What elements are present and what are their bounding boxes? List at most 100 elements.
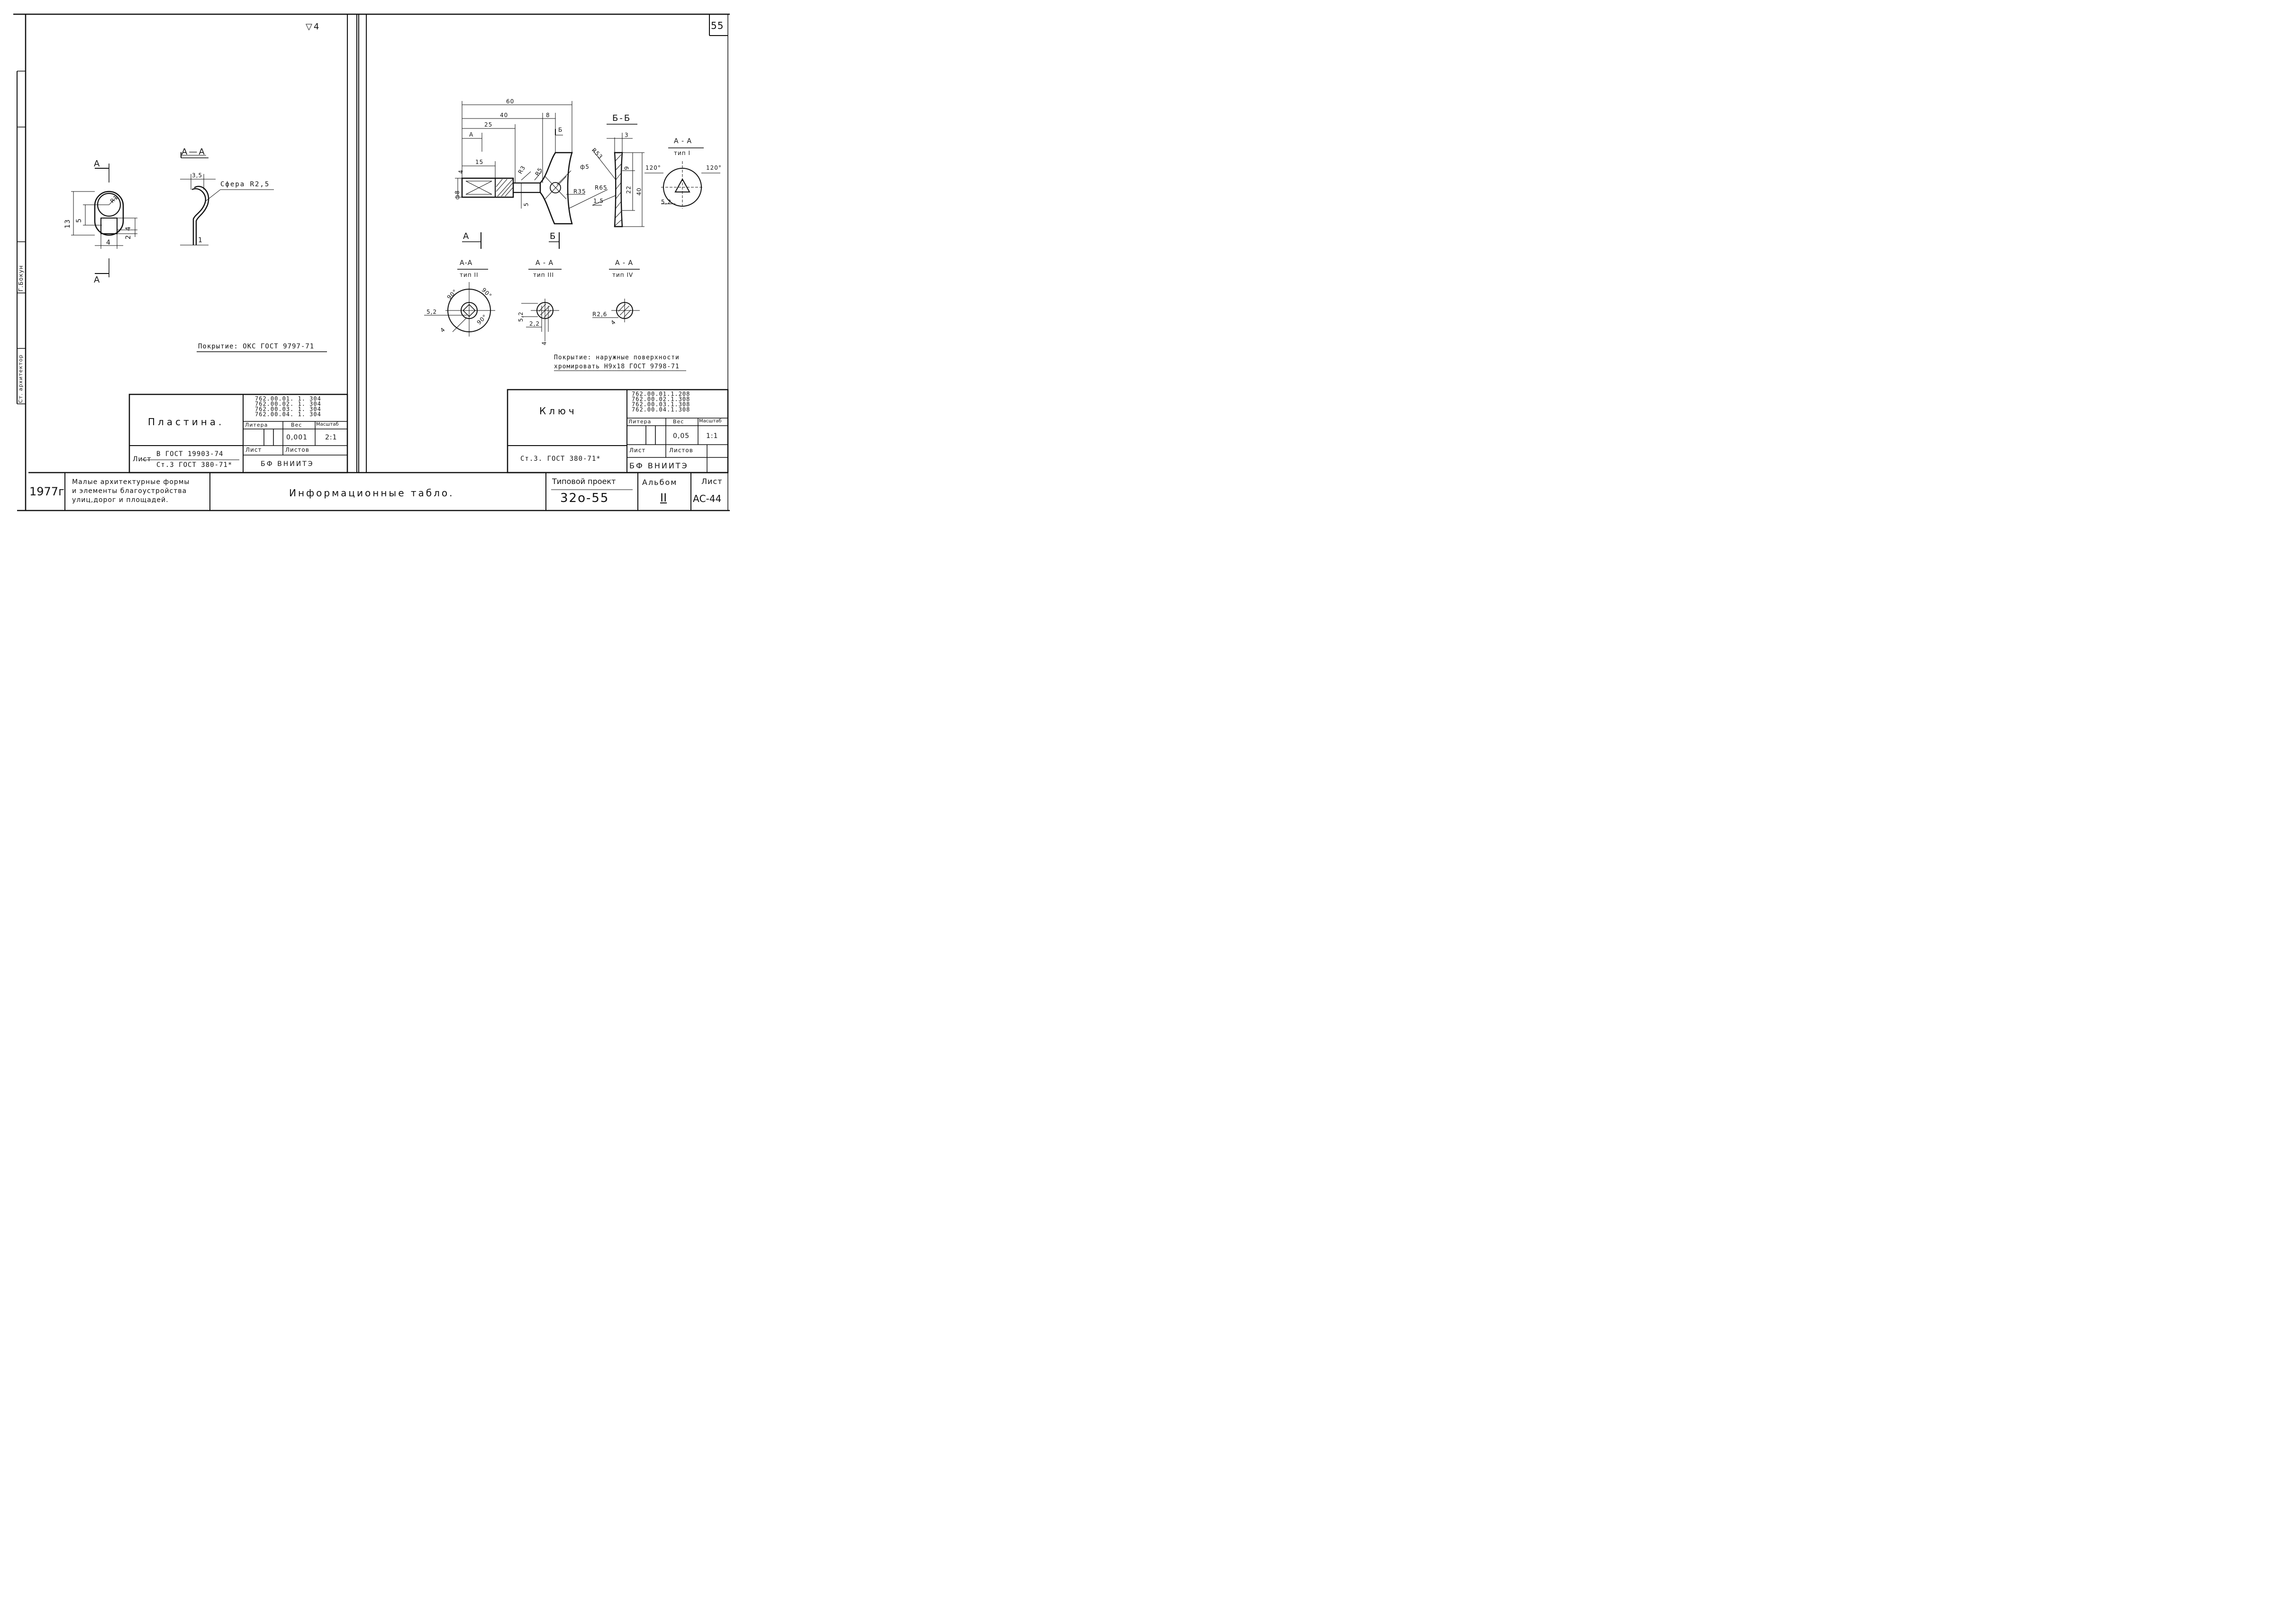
page-number: 55 [711,20,724,31]
key-main-view [455,101,608,249]
material-label-left: Лист [133,456,152,463]
type-2-label: тип II [460,272,479,278]
footer-project-desc: Малые архитектурные формы и элементы бла… [72,478,190,505]
part-name-plate: Пластина. [148,416,225,428]
dim-phi8: ф8 [454,190,461,200]
dim-15: 15 [475,159,484,165]
codes-left: 762.00.01. 1. 304 762.00.02. 1. 304 762.… [255,396,321,417]
dim-3: 3 [625,132,629,138]
dim-4-vertical: 4 [124,226,132,231]
dim-1-5: 1,5 [593,198,604,204]
dim-5-2-type1: 5,2 [661,199,672,205]
dim-5-2-type3: 5,2 [517,311,525,322]
code-line: 762.00.03.1.308 [632,401,690,408]
type-4-label: тип IV [612,272,634,278]
footer-year: 1977г [29,485,64,498]
dim-letter-a: А [469,131,474,138]
footer-tp-label: Типовой проект [552,477,616,486]
dim-4-horizontal: 4 [106,239,111,246]
dim-13: 13 [64,219,72,228]
listov-label-right: Листов [669,447,693,454]
project-desc-line: Малые архитектурные формы [72,478,190,486]
footer-sheet-label: Лист [701,477,723,486]
org-right: БФ ВНИИТЭ [629,461,689,470]
footer-album-value: II [660,491,667,504]
project-desc-line: и элементы благоустройства [72,487,187,495]
footer-sheet-value: АС-44 [693,493,722,504]
dim-r65: R65 [595,184,608,191]
left-coating-note: Покрытие: ОКС ГОСТ 9797-71 [198,343,315,350]
material-bottom-left: Ст.3 ГОСТ 380-71* [156,461,233,469]
dim-2-2-type3: 2,2 [529,320,540,327]
listov-label-left: Листов [285,447,309,453]
masshtab-label-left: Масштаб [316,422,339,427]
dim-4-type3: 4 [541,341,548,346]
dim-3-5: 3,5 [192,172,203,179]
footer-tp-value: 32о-55 [560,491,609,505]
dim-letter-b: Б [558,127,563,133]
part-name-key: Ключ [539,405,577,417]
section-type-3 [521,269,562,341]
dim-5-2-type2: 5,2 [427,309,437,315]
footer-title: Информационные табло. [289,487,454,499]
org-left: БФ ВНИИТЭ [261,460,314,468]
dim-5: 5 [75,218,83,223]
sidebar-role: Ст. архитектор [18,354,24,403]
sphere-note: Сфера R2,5 [220,181,270,188]
code-line: 762.00.02. 1. 304 [255,401,321,407]
right-coating-line-2: хромировать Н9х18 ГОСТ 9798-71 [554,363,680,370]
sidebar-name: Г.Бокун [18,265,24,292]
section-label-aa: А—А [182,147,206,157]
code-line: 762.00.03. 1. 304 [255,406,321,412]
cut-letter-b-right: Б [550,231,557,241]
cut-letter-top: А [94,159,101,169]
section-label-aa-type3: А - А [535,259,554,267]
type-1-label: тип I [674,150,690,156]
scale-value-left: 2:1 [325,434,337,441]
drawing-linework [13,13,730,511]
hatch-marks [496,154,631,318]
dim-r2-6: R2,6 [592,311,608,318]
dim-22: 22 [625,185,632,194]
litera-label-right: Литера [628,419,652,425]
ves-label-left: Вес [291,422,302,428]
section-type-2 [424,269,495,337]
section-type-1 [644,147,720,209]
list-label-left: Лист [245,447,262,453]
dim-1: 1 [198,237,203,244]
codes-right: 762.00.01.1.208 762.00.02.1.308 762.00.0… [632,391,690,413]
dim-9: 9 [623,165,630,170]
scale-value-right: 1:1 [706,432,718,440]
right-coating-line-1: Покрытие: наружные поверхности [554,354,680,361]
dim-phi5: ф5 [580,164,590,170]
angle-120-right: 120° [706,164,722,171]
dim-5-neck: 5 [523,202,530,207]
masshtab-label-right: Масштаб [699,419,722,424]
dim-r35: R35 [573,188,586,195]
dim-25: 25 [484,121,493,128]
code-line: 762.00.04.1.308 [632,406,690,413]
code-line: 762.00.01. 1. 304 [255,395,321,402]
list-label-right: Лист [629,447,646,454]
dim-4-right: 4 [457,169,464,174]
dim-8: 8 [546,112,550,119]
type-3-label: тип III [533,272,554,278]
code-line: 762.00.01.1.208 [632,391,690,397]
ves-value-right: 0,05 [673,432,690,440]
angle-120-left: 120° [645,164,661,171]
section-label-bb: Б-Б [612,113,632,123]
section-label-aa-type4: А - А [615,259,634,267]
footer-album-label: Альбом [642,478,678,487]
ves-value-left: 0,001 [286,434,308,441]
plate-section-view [180,152,274,246]
plate-front-view [71,164,137,277]
litera-label-left: Литера [245,422,268,428]
section-label-aa-type1: А - А [674,137,692,145]
roughness-symbol: ▽4 [306,22,321,32]
dim-40-vertical: 40 [635,187,643,196]
material-top-left: В ГОСТ 19903-74 [156,450,224,458]
section-label-aa-type2: А-А [460,259,473,267]
dim-40: 40 [500,112,508,119]
code-line: 762.00.04. 1. 304 [255,411,321,418]
ves-label-right: Вес [673,419,684,425]
